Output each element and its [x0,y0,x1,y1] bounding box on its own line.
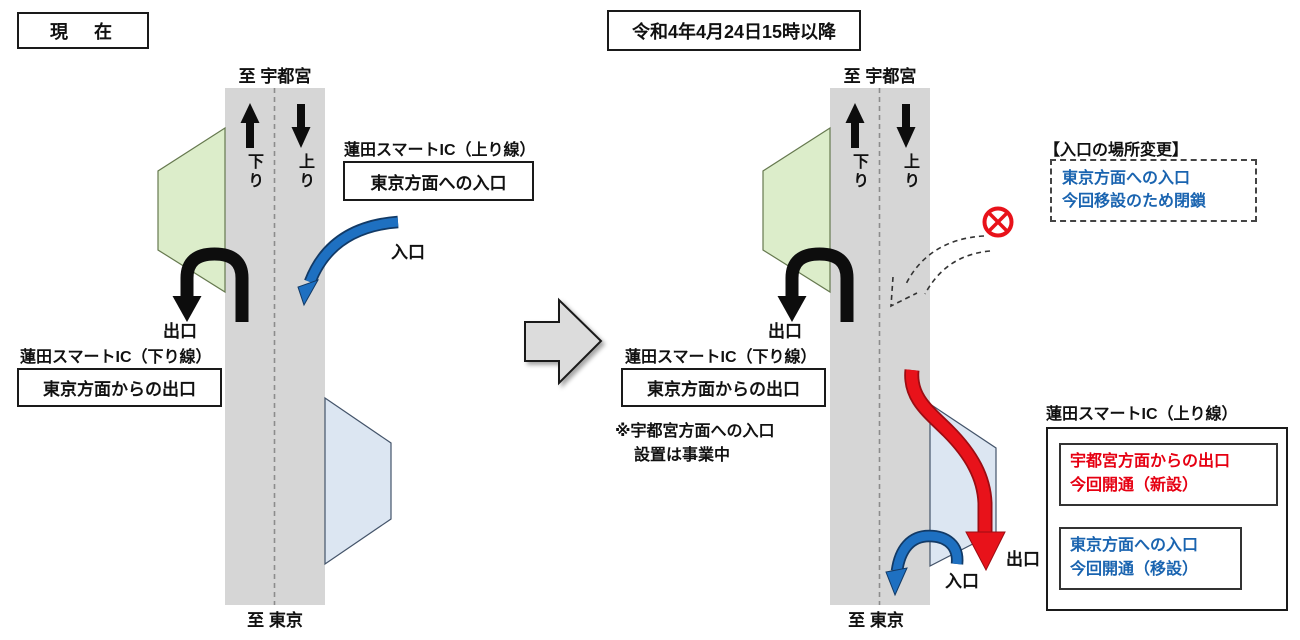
tokyo-exit-box-right: 東京方面からの出口 [621,368,826,407]
lane-up-arrow-icon-left [291,104,311,148]
moved-entrance-line1: 東京方面への入口 [1070,537,1199,554]
exit-label-left: 出口 [163,322,197,341]
new-entrance-label: 入口 [945,572,979,591]
utsunomiya-entrance-note-line2: 設置は事業中 [634,447,731,464]
exit-label-right: 出口 [768,322,802,341]
moved-entrance-box: 東京方面への入口 今回開通（移設） [1059,527,1242,590]
moved-entrance-line2: 今回開通（移設） [1070,561,1199,578]
effective-date-tag: 令和4年4月24日15時以降 [607,10,861,51]
entrance-arrow-left [297,215,399,307]
lane-down-arrow-icon-left [240,103,260,148]
no-entry-icon [982,206,1014,238]
entrance-change-heading: 【入口の場所変更】 [1044,142,1189,159]
to-tokyo-label-right: 至 東京 [848,611,904,630]
opened-exit-box: 宇都宮方面からの出口 今回開通（新設） [1059,443,1278,506]
new-exit-arrow [904,369,1006,572]
closed-notice-line1: 東京方面への入口 [1062,170,1191,187]
lane-down-arrow-icon-right [845,103,865,148]
transition-arrow-icon [524,297,603,386]
lane-down-label-left: 下り [245,153,262,191]
down-line-title-left: 蓮田スマートIC（下り線） [20,349,212,366]
blue-area-left [324,396,392,566]
road-left [225,88,325,605]
opened-exit-line2: 今回開通（新設） [1070,477,1199,494]
lane-up-label-left: 上り [296,153,313,191]
exit-arrow-left [172,247,249,322]
exit-arrow-right [777,247,854,322]
road-right [830,88,930,605]
lane-up-arrow-icon-right [896,104,916,148]
closed-notice-line2: 今回移設のため閉鎖 [1062,193,1207,210]
entrance-label-left: 入口 [391,243,425,262]
opened-exit-line1: 宇都宮方面からの出口 [1070,453,1231,470]
to-utsunomiya-label-right: 至 宇都宮 [843,67,917,86]
new-entrance-arrow [885,529,964,597]
lane-up-label-right: 上り [901,153,918,191]
tokyo-exit-box-left: 東京方面からの出口 [17,368,222,407]
closed-entrance-dashed-arrow [890,235,991,308]
up-line-title-left: 蓮田スマートIC（上り線） [344,142,536,159]
to-utsunomiya-label-left: 至 宇都宮 [238,67,312,86]
utsunomiya-entrance-note-line1: ※宇都宮方面への入口 [615,423,775,440]
lane-down-label-right: 下り [850,153,867,191]
up-line-changes-panel: 宇都宮方面からの出口 今回開通（新設） 東京方面への入口 今回開通（移設） [1046,427,1288,611]
down-line-title-right: 蓮田スマートIC（下り線） [625,349,817,366]
tokyo-entrance-box-left: 東京方面への入口 [343,161,534,201]
current-state-tag: 現 在 [17,12,149,49]
up-line-title-right: 蓮田スマートIC（上り線） [1046,406,1238,423]
to-tokyo-label-left: 至 東京 [247,611,303,630]
closed-entrance-notice-box: 東京方面への入口 今回移設のため閉鎖 [1050,159,1257,222]
new-exit-label: 出口 [1006,550,1040,569]
